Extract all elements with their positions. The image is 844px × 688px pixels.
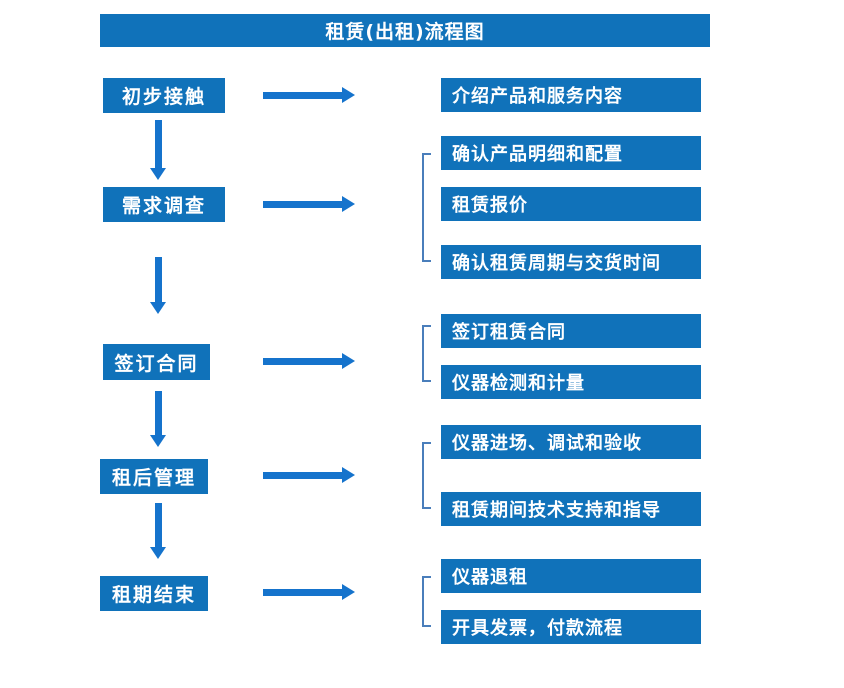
arrow-right-icon <box>263 196 355 212</box>
arrow-head <box>150 302 166 314</box>
arrow-shaft <box>154 391 162 436</box>
detail-node-invoice-payment: 开具发票，付款流程 <box>441 610 701 644</box>
arrow-shaft <box>263 471 342 479</box>
group-bracket <box>422 325 431 382</box>
arrow-head <box>342 467 355 483</box>
arrow-head <box>342 353 355 369</box>
arrow-down-icon <box>150 503 166 559</box>
step-node-rental-end: 租期结束 <box>100 576 208 611</box>
arrow-head <box>342 584 355 600</box>
arrow-shaft <box>263 91 342 99</box>
arrow-head <box>150 435 166 447</box>
detail-node-introduce-products: 介绍产品和服务内容 <box>441 78 701 112</box>
arrow-head <box>150 168 166 180</box>
step-node-sign-contract: 签订合同 <box>103 344 210 380</box>
group-bracket <box>422 576 431 627</box>
arrow-right-icon <box>263 467 355 483</box>
arrow-down-icon <box>150 120 166 180</box>
group-bracket <box>422 153 431 262</box>
arrow-shaft <box>154 503 162 548</box>
step-node-post-rental-management: 租后管理 <box>100 459 208 494</box>
detail-node-instrument-setup: 仪器进场、调试和验收 <box>441 425 701 459</box>
detail-node-instrument-testing: 仪器检测和计量 <box>441 365 701 399</box>
arrow-shaft <box>154 120 162 169</box>
arrow-head <box>150 547 166 559</box>
arrow-shaft <box>263 200 342 208</box>
detail-node-confirm-rental-period: 确认租赁周期与交货时间 <box>441 245 701 279</box>
arrow-head <box>342 87 355 103</box>
arrow-shaft <box>263 588 342 596</box>
arrow-right-icon <box>263 584 355 600</box>
arrow-shaft <box>154 257 162 303</box>
arrow-right-icon <box>263 87 355 103</box>
arrow-shaft <box>263 357 342 365</box>
arrow-down-icon <box>150 257 166 314</box>
step-node-initial-contact: 初步接触 <box>103 78 225 113</box>
arrow-head <box>342 196 355 212</box>
detail-node-rental-quote: 租赁报价 <box>441 187 701 221</box>
detail-node-confirm-product-config: 确认产品明细和配置 <box>441 136 701 170</box>
flowchart-title: 租赁(出租)流程图 <box>100 14 710 47</box>
arrow-down-icon <box>150 391 166 447</box>
detail-node-sign-rental-contract: 签订租赁合同 <box>441 314 701 348</box>
group-bracket <box>422 442 431 509</box>
detail-node-technical-support: 租赁期间技术支持和指导 <box>441 492 701 526</box>
arrow-right-icon <box>263 353 355 369</box>
step-node-demand-survey: 需求调查 <box>103 187 225 222</box>
detail-node-instrument-return: 仪器退租 <box>441 559 701 593</box>
